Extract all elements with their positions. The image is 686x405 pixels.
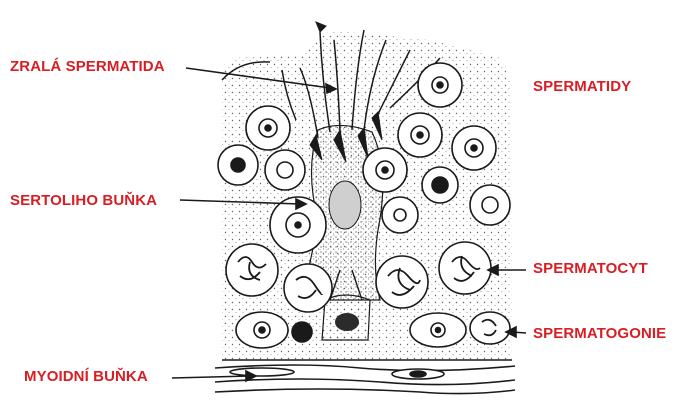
label-spermatocyte: SPERMATOCYT — [533, 260, 648, 277]
label-spermatids: SPERMATIDY — [533, 78, 631, 95]
label-sertoli-cell: SERTOLIHO BUŇKA — [10, 192, 157, 209]
pointer-myoid-cell — [172, 376, 250, 378]
label-spermatogonia: SPERMATOGONIE — [533, 325, 666, 342]
label-mature-spermatid: ZRALÁ SPERMATIDA — [10, 58, 165, 75]
label-myoid-cell: MYOIDNÍ BUŇKA — [24, 368, 148, 385]
myoid-cell-layer — [215, 360, 515, 394]
